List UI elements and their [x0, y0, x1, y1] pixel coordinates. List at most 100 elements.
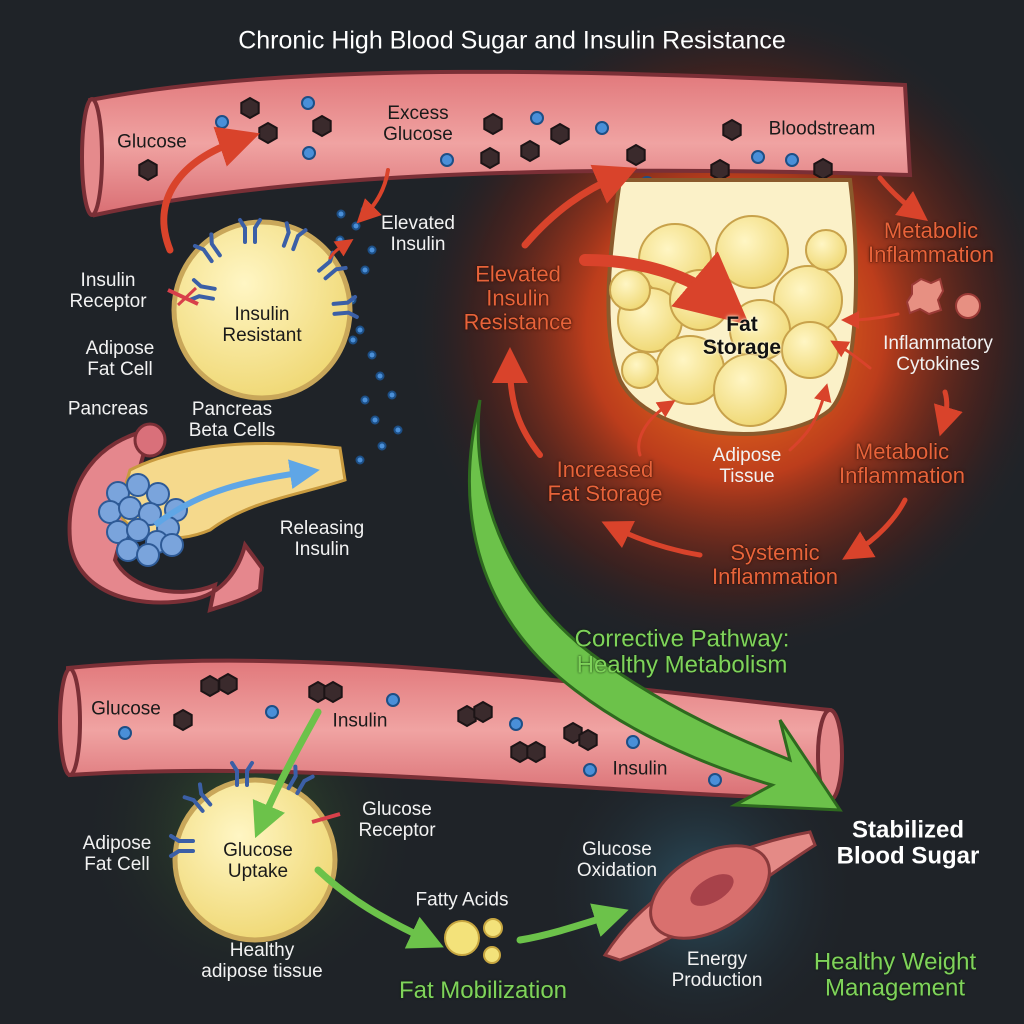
inflammation-arrows: [160, 126, 963, 560]
insulin-molecule-icon: [708, 773, 722, 787]
label-healthy-adipose-tissue: Healthy adipose tissue: [201, 940, 323, 982]
fatty-acid-droplet: [444, 920, 480, 956]
muscle-core: [690, 874, 734, 906]
vessel-opening-bottom-left: [58, 667, 82, 777]
glucose-molecule-icon: [480, 146, 500, 170]
label-insulin-receptor: Insulin Receptor: [69, 270, 147, 312]
label-pancreas: Pancreas: [67, 398, 149, 420]
label-releasing-insulin: Releasing Insulin: [279, 518, 365, 560]
glucose-molecule-icon: [200, 674, 220, 698]
insulin-molecule-icon: [751, 150, 765, 164]
insulin-receptor-icon: [188, 278, 217, 302]
beta-cell-icon: [118, 496, 142, 520]
receptor-arm: [169, 834, 195, 858]
insulin-molecule-icon: [355, 455, 365, 465]
receptor-arm: [331, 294, 359, 319]
receptor-arm: [188, 278, 217, 302]
insulin-receptor-icon: [238, 218, 262, 244]
label-healthy-weight-management: Healthy Weight Management: [813, 948, 977, 1002]
insulin-molecule-icon: [335, 235, 345, 245]
fat-cell-icon: [609, 269, 651, 311]
label-metabolic-inflammation-2: Metabolic Inflammation: [839, 438, 965, 488]
insulin-molecule-icon: [370, 415, 380, 425]
fat-cell-icon: [715, 215, 789, 289]
label-glucose-top: Glucose: [117, 131, 187, 153]
label-systemic-inflammation: Systemic Inflammation: [712, 539, 838, 589]
receptor-arm: [286, 764, 315, 796]
beta-cell-icon: [116, 538, 140, 562]
insulin-receptor-icon: [281, 221, 308, 252]
insulin-receptor-icon: [230, 761, 254, 787]
insulin-molecule-icon: [360, 395, 370, 405]
fatty-acid-droplet: [483, 918, 503, 938]
glucose-molecule-icon: [173, 708, 193, 732]
corrective-pathway-arrow: [467, 399, 843, 812]
glucose-receptor-icon: [311, 812, 341, 824]
label-adipose-fat-cell-bottom: Adipose Fat Cell: [82, 833, 152, 875]
label-glucose-bottom: Glucose: [91, 698, 161, 720]
cytokine-icon: [955, 293, 981, 319]
insulin-molecule-icon: [302, 146, 316, 160]
insulin-molecule-icon: [265, 705, 279, 719]
cytokine-icon: [905, 277, 945, 316]
receptor-arm: [192, 232, 222, 264]
glucose-molecule-icon: [510, 740, 530, 764]
insulin-resistant-cell: [171, 219, 353, 401]
blocked-receptor-icon: [167, 286, 199, 307]
label-insulin-resistant: Insulin Resistant: [222, 304, 302, 346]
receptor-arm: [230, 761, 254, 787]
insulin-molecule-icon: [367, 350, 377, 360]
beta-cell-icon: [138, 502, 162, 526]
insulin-molecule-icon: [355, 325, 365, 335]
fatty-acid-droplet: [483, 946, 501, 964]
receptor-arm: [182, 782, 213, 813]
beta-cell-icon: [126, 473, 150, 497]
glucose-molecule-icon: [520, 139, 540, 163]
label-adipose-tissue: Adipose Tissue: [712, 445, 782, 487]
label-elevated-insulin-resistance: Elevated Insulin Resistance: [463, 261, 573, 336]
insulin-receptor-icon: [169, 834, 195, 858]
label-energy-production: Energy Production: [671, 949, 763, 991]
glucose-molecule-icon: [312, 114, 332, 138]
insulin-molecule-icon: [509, 717, 523, 731]
bloodstream-vessel-top: [87, 69, 913, 218]
glucose-molecule-icon: [258, 121, 278, 145]
pancreas-duct-opening: [133, 422, 167, 458]
fat-cell-icon: [621, 351, 659, 389]
insulin-receptor-icon: [286, 764, 315, 796]
label-insulin-bottom-2: Insulin: [612, 758, 668, 780]
insulin-molecule-icon: [360, 265, 370, 275]
receptor-arm: [238, 218, 262, 244]
label-fat-storage: Fat Storage: [702, 312, 782, 359]
glucose-molecule-icon: [813, 157, 833, 181]
glucose-molecule-icon: [138, 158, 158, 182]
insulin-molecule-icon: [348, 335, 358, 345]
label-adipose-fat-cell-top: Adipose Fat Cell: [85, 338, 155, 380]
beta-cell-icon: [126, 518, 150, 542]
receptor-arm: [281, 221, 308, 252]
insulin-molecule-icon: [377, 441, 387, 451]
insulin-receptors-bottom: [169, 761, 315, 858]
glucose-molecule-icon: [722, 118, 742, 142]
glucose-molecule-icon: [550, 122, 570, 146]
insulin-release-arrow: [153, 459, 320, 528]
fat-cell-icon: [781, 321, 839, 379]
glucose-molecule-icon: [218, 672, 238, 696]
label-elevated-insulin: Elevated Insulin: [381, 213, 455, 255]
insulin-molecule-icon: [440, 153, 454, 167]
label-metabolic-inflammation-1: Metabolic Inflammation: [868, 217, 994, 267]
label-insulin-bottom-1: Insulin: [332, 710, 388, 732]
glucose-molecule-icon: [323, 680, 343, 704]
insulin-molecule-icon: [351, 221, 361, 231]
healthy-adipose-cell: [172, 777, 338, 943]
glucose-molecules-top: [138, 96, 833, 182]
insulin-molecule-icon: [785, 153, 799, 167]
insulin-molecule-icon: [367, 245, 377, 255]
insulin-molecule-icon: [301, 96, 315, 110]
label-corrective-pathway: Corrective Pathway: Healthy Metabolism: [574, 625, 790, 679]
glucose-molecule-icon: [626, 143, 646, 167]
vessel-opening-top-left: [80, 97, 104, 217]
insulin-molecule-icon: [393, 425, 403, 435]
glucose-molecule-icon: [473, 700, 493, 724]
